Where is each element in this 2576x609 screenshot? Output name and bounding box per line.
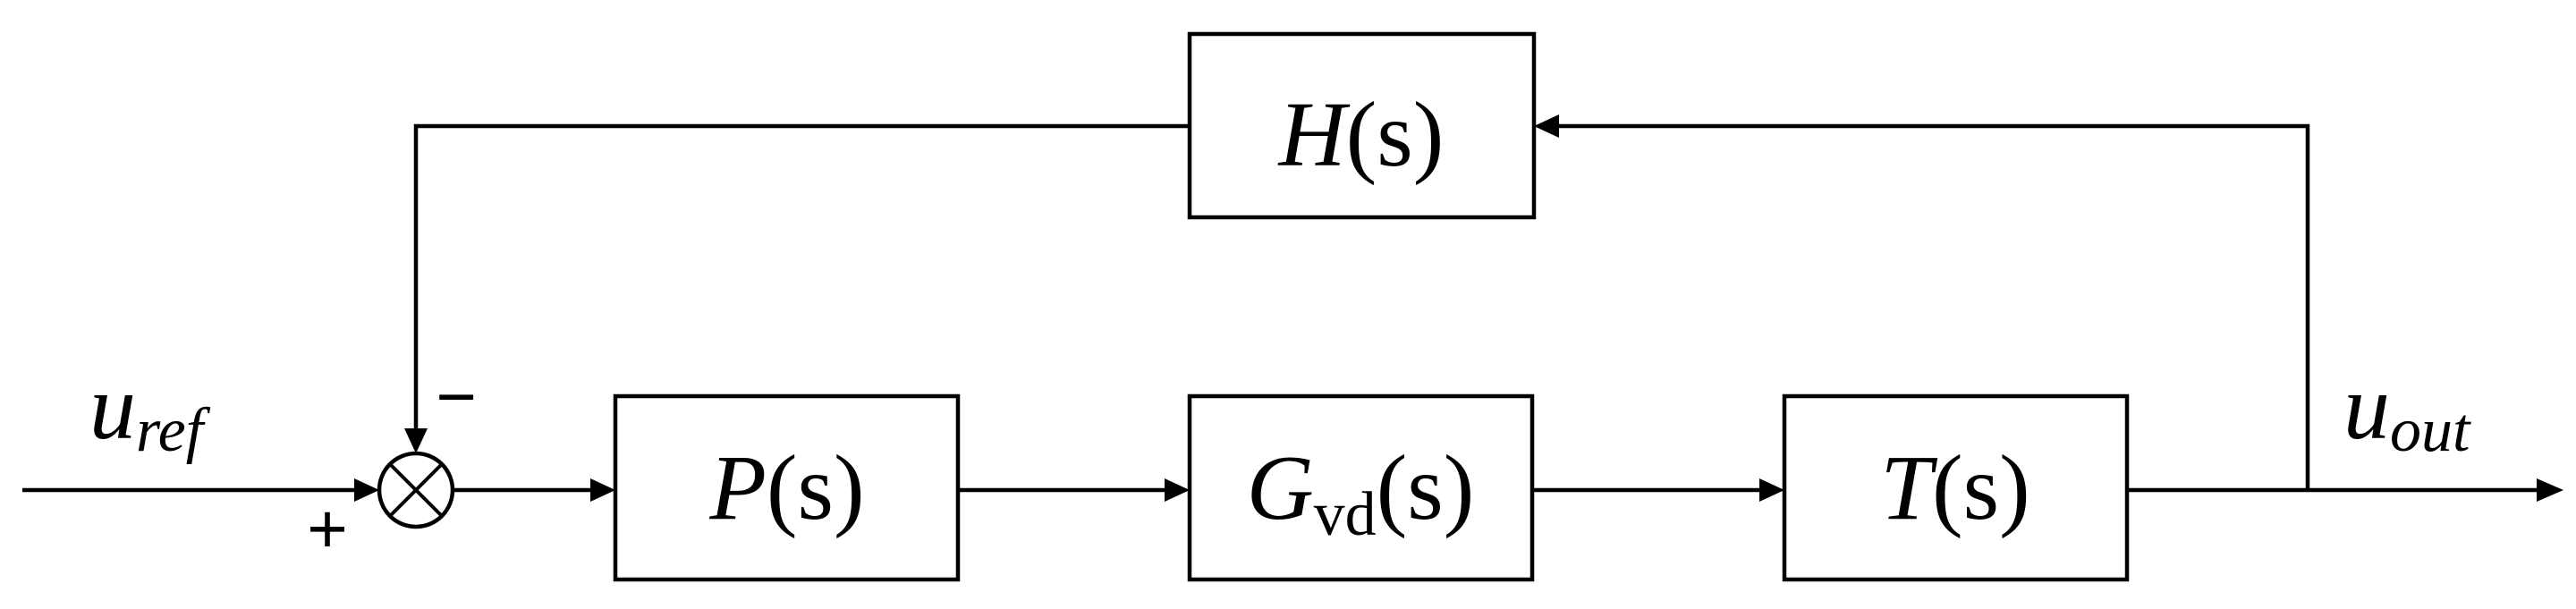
summing-junction-cross-b (388, 462, 444, 518)
block-gvd-box (1187, 393, 1535, 582)
block-t-box (1782, 393, 2130, 582)
block-p-label: P(s) (708, 436, 864, 539)
arrow-output (2537, 478, 2563, 502)
output-signal-label: uout (2343, 356, 2471, 465)
block-p: P(s) (613, 393, 961, 582)
block-p-box (613, 393, 961, 582)
arrow-into-sum (354, 478, 379, 502)
block-t-label: T(s) (1880, 436, 2030, 539)
block-gvd-label: Gvd(s) (1247, 436, 1475, 549)
input-signal-label: uref (89, 356, 211, 465)
block-t: T(s) (1782, 393, 2130, 582)
block-h-label: H(s) (1277, 83, 1445, 186)
minus-sign: − (436, 357, 477, 436)
arrow-into-h (1534, 114, 1559, 138)
block-gvd: Gvd(s) (1187, 393, 1535, 582)
block-h-box (1187, 31, 1537, 220)
block-h: H(s) (1187, 31, 1537, 220)
summing-junction: + − (307, 357, 477, 568)
arrow-into-gvd (1165, 478, 1190, 502)
arrow-into-t (1759, 478, 1784, 502)
arrow-into-p (590, 478, 615, 502)
wire-h-to-sum (413, 123, 1190, 434)
arrow-feedback-into-sum (404, 428, 428, 453)
plus-sign: + (307, 489, 348, 568)
wire-feedback-to-h (1554, 123, 2310, 490)
